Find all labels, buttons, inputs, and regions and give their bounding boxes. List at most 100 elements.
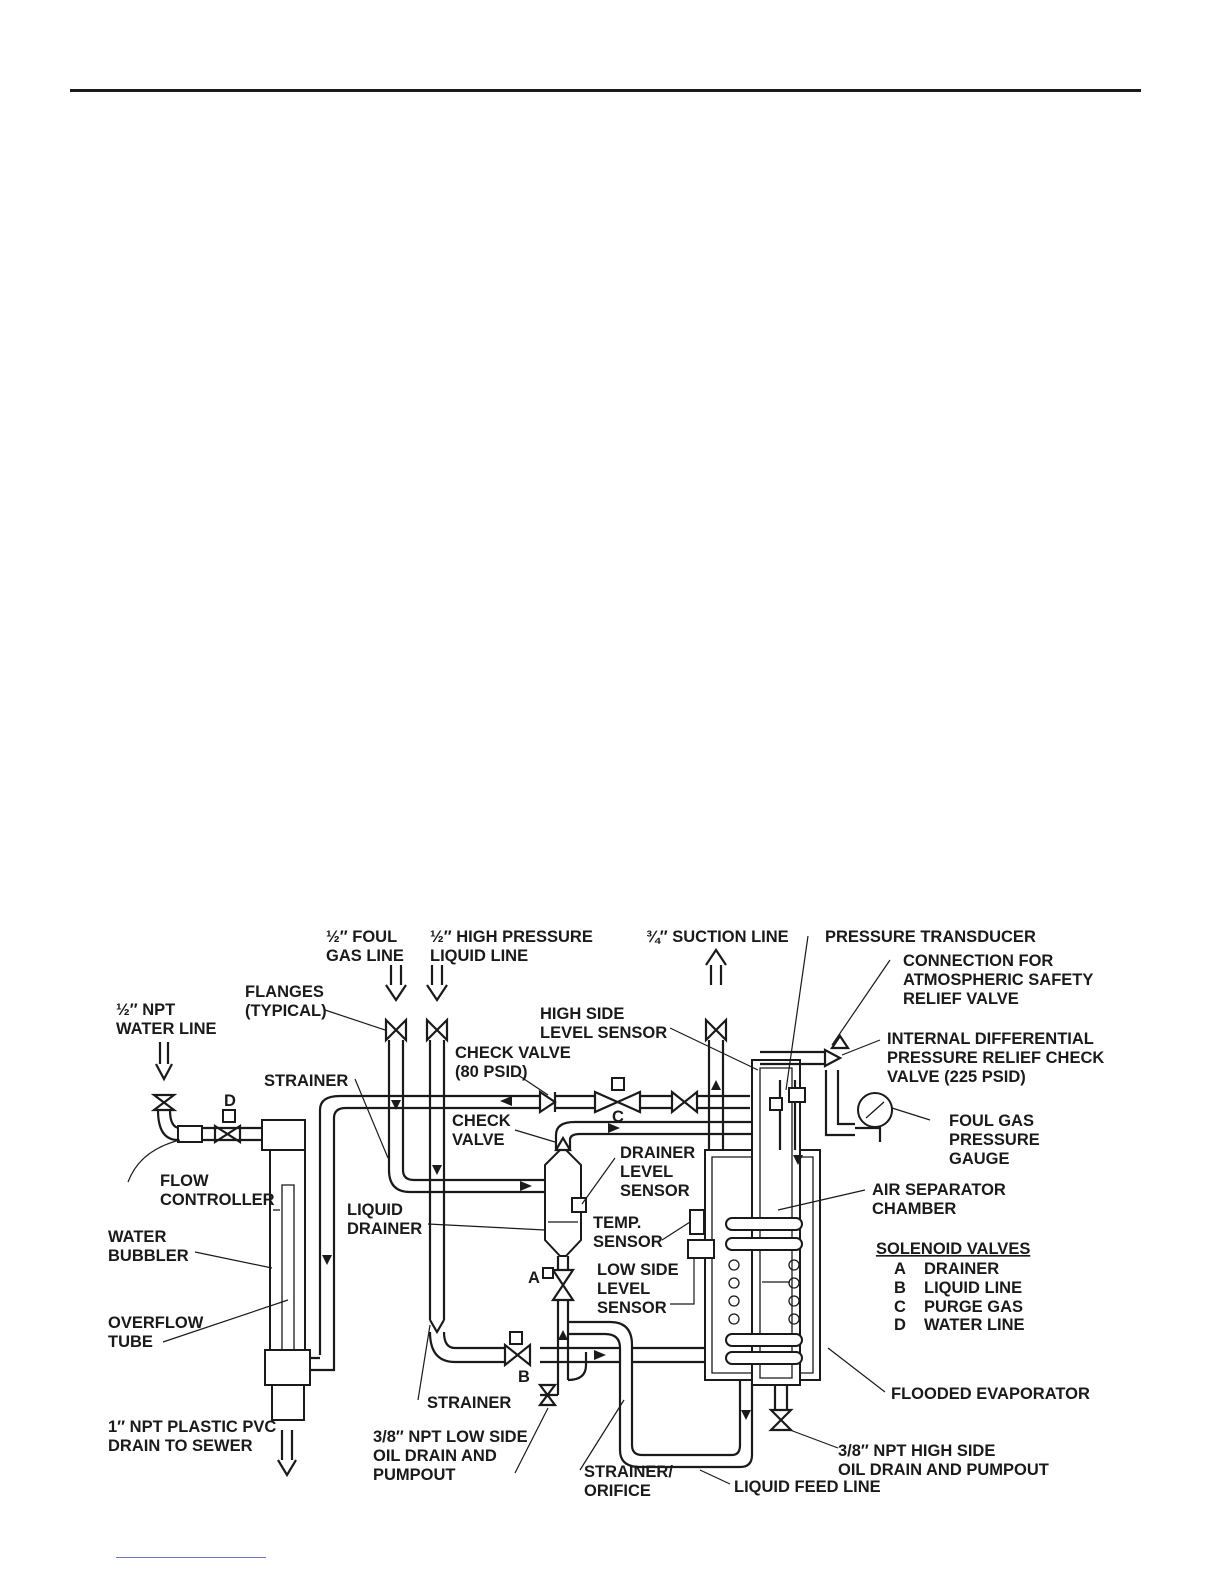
label-line: TEMP. [593, 1214, 641, 1232]
label-line: PRESSURE RELIEF CHECK [887, 1049, 1104, 1067]
label-strainer-bottom: STRAINER [427, 1394, 511, 1412]
water-inlet-valve [150, 1093, 178, 1112]
label-check-valve-80: CHECK VALVE(80 PSID) [455, 1044, 571, 1081]
label-line: PRESSURE [949, 1131, 1040, 1149]
strainer-orifice-pipe [568, 1320, 634, 1430]
low-side-oil-drain-branch [540, 1352, 588, 1397]
footer-link-rule [116, 1557, 266, 1558]
hp-strainer-marker [429, 1319, 445, 1335]
label-line: LIQUID FEED LINE [734, 1478, 881, 1496]
legend-label-a: DRAINER [924, 1260, 999, 1278]
label-line: OIL DRAIN AND PUMPOUT [838, 1461, 1049, 1479]
label-line: LEVEL SENSOR [540, 1024, 667, 1042]
leader-check-valve [514, 1129, 556, 1143]
top-header-pipe-right [555, 1094, 750, 1110]
leader-pressure-transducer [785, 935, 809, 1091]
legend-title: SOLENOID VALVES [876, 1240, 1030, 1258]
leader-low-side-oil-drain [514, 1407, 549, 1474]
label-line: SENSOR [620, 1182, 690, 1200]
foul-gas-shutoff-valve [384, 1017, 408, 1043]
label-line: OIL DRAIN AND [373, 1447, 497, 1465]
header-rule [70, 89, 1141, 92]
foul-gas-gauge-pipe [855, 1126, 882, 1142]
relief-header-pipe [760, 1050, 825, 1066]
leader-atmospheric-relief [831, 959, 891, 1046]
label-suction-line: ¾″ SUCTION LINE [646, 928, 789, 946]
low-side-level-sensor-body [687, 1239, 715, 1259]
solenoid-d-coil [222, 1109, 236, 1123]
label-line: 1″ NPT PLASTIC PVC [108, 1418, 276, 1436]
suction-line-pipe [707, 1040, 725, 1150]
liquid-feed-line-pipe [618, 1380, 754, 1469]
water-bubbler-body [269, 1149, 306, 1351]
label-flanges: FLANGES(TYPICAL) [245, 983, 327, 1020]
bubbler-bottom-tee [264, 1349, 311, 1386]
header-shutoff-valve [670, 1089, 699, 1115]
label-line: WATER [108, 1228, 166, 1246]
liquid-line-to-valve-b [428, 1331, 505, 1364]
label-line: STRAINER/ [584, 1463, 673, 1481]
label-line: CHECK VALVE [455, 1044, 571, 1062]
high-side-drain-valve [768, 1408, 794, 1432]
solenoid-valve-b [503, 1342, 532, 1368]
solenoid-valve-d [213, 1123, 242, 1145]
label-line: HIGH SIDE [540, 1005, 624, 1023]
suction-line-outlet [705, 948, 727, 985]
valve-letter-c: C [612, 1108, 624, 1126]
label-line: LEVEL [597, 1280, 650, 1298]
pvc-drain-fitting [271, 1384, 305, 1421]
leader-flow-controller [127, 1139, 181, 1183]
drainer-check-valve [554, 1135, 572, 1152]
label-line: ½″ NPT [116, 1001, 175, 1019]
legend-label-c: PURGE GAS [924, 1298, 1023, 1316]
solenoid-b-coil [509, 1331, 523, 1345]
label-line: ATMOSPHERIC SAFETY [903, 971, 1093, 989]
check-valve-80-psid [538, 1089, 557, 1115]
leader-low-side-sensor [670, 1258, 695, 1305]
leader-drainer-level [581, 1157, 616, 1205]
label-line: GAUGE [949, 1150, 1010, 1168]
label-line: INTERNAL DIFFERENTIAL [887, 1030, 1094, 1048]
leader-foul-gas-gauge [891, 1107, 931, 1121]
label-line: OVERFLOW [108, 1314, 204, 1332]
valve-letter-d: D [224, 1092, 236, 1110]
evaporator-coil [725, 1217, 803, 1365]
high-side-drain-pipe [773, 1385, 789, 1410]
leader-strainer-bottom [417, 1324, 431, 1401]
leader-lines [127, 935, 931, 1485]
valve-b-outlet-pipe [540, 1346, 620, 1364]
leader-liquid-feed-line [699, 1469, 731, 1485]
liquid-to-evaporator-pipe [632, 1346, 705, 1364]
label-line: SENSOR [593, 1233, 663, 1251]
temp-sensor-body [689, 1209, 705, 1235]
top-header-pipe [318, 1094, 540, 1355]
label-strainer-top: STRAINER [264, 1072, 348, 1090]
label-liquid-feed-line: LIQUID FEED LINE [734, 1478, 881, 1496]
valve-letter-a: A [528, 1269, 540, 1287]
water-line-pipe [156, 1109, 262, 1142]
label-line: PUMPOUT [373, 1466, 456, 1484]
drainer-outlet-pipe [554, 1120, 752, 1150]
hp-liquid-shutoff-valve [425, 1017, 449, 1043]
label-line: CONNECTION FOR [903, 952, 1053, 970]
label-line: ¾″ SUCTION LINE [646, 928, 789, 946]
label-line: ORIFICE [584, 1482, 651, 1500]
legend-key-a: A [894, 1260, 906, 1278]
label-line: LIQUID LINE [430, 947, 528, 965]
foul-gas-inlet-pipe [389, 965, 403, 985]
label-line: (TYPICAL) [245, 1002, 327, 1020]
label-line: FLOODED EVAPORATOR [891, 1385, 1090, 1403]
label-line: LOW SIDE [597, 1261, 679, 1279]
flow-arrows [322, 1080, 803, 1420]
pvc-drain-outlet [277, 1430, 297, 1478]
leader-flooded-evaporator [827, 1347, 886, 1393]
high-side-sensor-body [769, 1097, 783, 1111]
